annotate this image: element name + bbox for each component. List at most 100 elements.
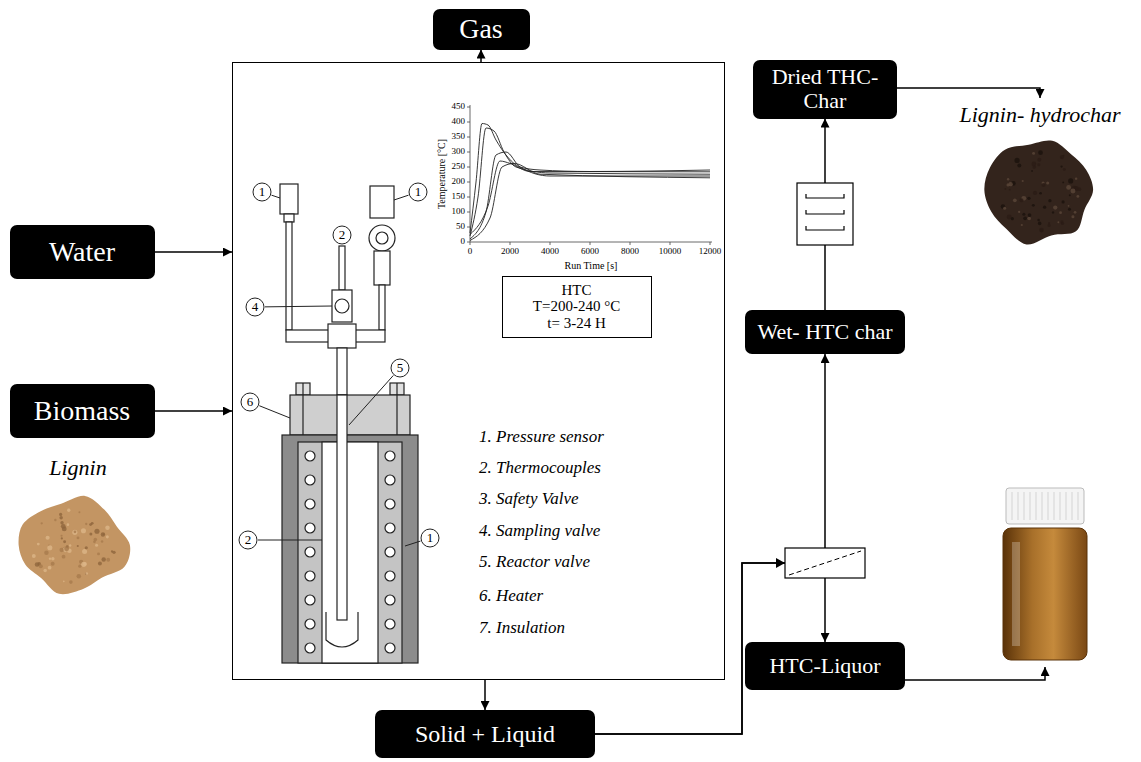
powder-grain	[51, 557, 54, 560]
powder-grain	[77, 545, 79, 547]
leader-line	[405, 541, 420, 546]
tick-label: 4000	[541, 247, 559, 257]
tick	[467, 227, 470, 228]
tick-label: 6000	[581, 247, 599, 257]
powder-grain	[1003, 207, 1006, 210]
powder-grain	[1032, 204, 1035, 207]
temperature-curve	[470, 163, 710, 240]
valve-body	[374, 251, 390, 285]
heater-coil	[305, 547, 315, 557]
tick	[590, 242, 591, 245]
callout-number: 4	[252, 300, 259, 314]
powder-grain	[1046, 181, 1049, 184]
powder-grain	[60, 521, 63, 524]
powder-grain	[1021, 224, 1023, 226]
heater-coil	[305, 643, 315, 653]
reactor-tube	[337, 348, 347, 395]
lid-ridge	[1072, 492, 1073, 520]
powder-grain	[59, 548, 63, 552]
legend-item: 2. Thermocouples	[479, 459, 601, 478]
callout-number: 1	[415, 185, 422, 199]
tick-label: 300	[452, 147, 466, 157]
product-arrow	[896, 88, 1040, 98]
powder-grain	[62, 555, 66, 559]
lid-ridge	[1042, 492, 1043, 520]
powder-grain	[44, 551, 48, 555]
powder-grain	[1008, 182, 1012, 186]
powder-grain	[1078, 187, 1082, 191]
powder-grain	[77, 574, 82, 579]
powder-grain	[1027, 217, 1031, 221]
process-label: Biomass	[34, 396, 130, 427]
callout-number: 6	[247, 395, 254, 409]
bolt-line	[302, 383, 303, 435]
powder-grain	[37, 543, 40, 546]
powder-grain	[1009, 189, 1011, 191]
powder-grain	[101, 540, 103, 542]
powder-grain	[43, 569, 46, 572]
callout-circle	[391, 359, 409, 377]
powder-grain	[54, 519, 56, 521]
process-box: Water	[10, 225, 155, 279]
callout-number: 2	[339, 228, 346, 242]
powder-grain	[1071, 215, 1074, 218]
powder-grain	[1037, 163, 1040, 166]
powder-grain	[1005, 188, 1007, 190]
powder-grain	[81, 528, 86, 533]
callout-number: 1	[427, 531, 434, 545]
powder-grain	[67, 509, 70, 512]
powder-grain	[1048, 224, 1051, 227]
tick-label: 250	[452, 162, 466, 172]
powder-grain	[1017, 163, 1021, 167]
powder-grain	[1070, 188, 1075, 193]
tick	[467, 107, 470, 108]
hydrochar-photo	[984, 140, 1093, 244]
powder-grain	[69, 580, 73, 584]
flow-arrow	[155, 410, 233, 412]
lignin-powder-photo	[19, 496, 131, 594]
y-axis	[470, 105, 471, 242]
tick-label: 350	[452, 132, 466, 142]
powder-grain	[1074, 211, 1077, 214]
legend-item: 3. Safety Valve	[479, 490, 579, 509]
powder-grain	[67, 523, 70, 526]
powder-grain	[94, 538, 98, 542]
condition-text: t= 3-24 H	[547, 315, 605, 332]
powder-grain	[94, 529, 99, 534]
tick-label: 100	[452, 207, 466, 217]
heater-jacket	[298, 442, 402, 663]
legend-item: 6. Heater	[479, 587, 543, 606]
process-box: Dried THC-Char	[753, 60, 897, 119]
tick-label: 50	[456, 222, 465, 232]
tick	[467, 167, 470, 168]
reactor-valve-stem	[337, 395, 347, 620]
powder-grain	[1037, 219, 1040, 222]
powder-grain	[1033, 191, 1037, 195]
valve-wheel	[376, 232, 388, 244]
tick	[467, 152, 470, 153]
powder-grain	[1063, 168, 1066, 171]
valve-tube	[379, 285, 385, 330]
powder-grain	[35, 562, 40, 567]
powder-grain	[89, 532, 92, 535]
process-box: Biomass	[10, 384, 155, 438]
flow-arrow	[480, 50, 482, 63]
powder-grain	[1028, 213, 1032, 217]
valve-wheel	[335, 299, 349, 313]
powder-grain	[97, 552, 100, 555]
temperature-chart	[467, 105, 712, 245]
temperature-curve	[470, 124, 710, 234]
powder-grain	[98, 562, 102, 566]
powder-grain	[32, 554, 36, 558]
reactor-frame: 1. Pressure sensor2. Thermocouples3. Saf…	[232, 62, 725, 680]
tick	[550, 242, 551, 245]
heater-coil	[385, 619, 395, 629]
heater-coil	[385, 571, 395, 581]
powder-grain	[1052, 211, 1054, 213]
powder-grain	[1048, 222, 1050, 224]
powder-grain	[1022, 180, 1024, 182]
powder-grain	[41, 522, 43, 524]
tick	[467, 242, 470, 243]
leader-line	[394, 195, 409, 200]
powder-grain	[64, 546, 69, 551]
